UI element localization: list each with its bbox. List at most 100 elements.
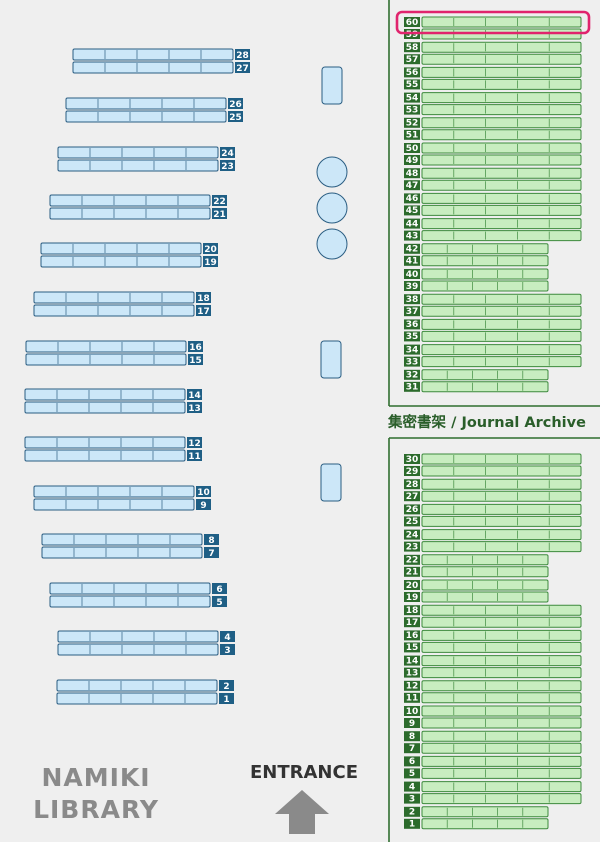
archive-upper-shelf-60[interactable]	[421, 16, 582, 28]
general-shelf-13[interactable]	[24, 401, 186, 414]
general-shelf-14[interactable]	[24, 388, 186, 401]
archive-lower-shelf-11-label-badge	[404, 692, 420, 703]
archive-lower-shelf-24[interactable]	[421, 529, 582, 541]
archive-lower-shelf-19[interactable]	[421, 591, 549, 603]
general-shelf-1[interactable]	[56, 692, 218, 705]
general-shelf-25[interactable]	[65, 110, 227, 123]
archive-lower-shelf-27[interactable]	[421, 490, 582, 502]
general-shelf-19[interactable]	[40, 255, 202, 268]
archive-lower-shelf-22[interactable]	[421, 554, 549, 566]
general-shelf-5[interactable]	[49, 595, 211, 608]
archive-lower-shelf-30[interactable]	[421, 453, 582, 465]
general-shelf-2-label-number: 2	[223, 682, 229, 692]
archive-upper-shelf-42[interactable]	[421, 243, 549, 255]
general-shelf-15[interactable]	[25, 353, 187, 366]
archive-lower-shelf-28-label-badge	[404, 479, 420, 490]
general-shelf-8[interactable]	[41, 533, 203, 546]
archive-upper-shelf-47[interactable]	[421, 179, 582, 191]
reading-table-2	[320, 340, 342, 379]
archive-upper-shelf-36[interactable]	[421, 318, 582, 330]
general-shelf-2[interactable]	[56, 679, 218, 692]
archive-lower-shelf-10[interactable]	[421, 705, 582, 717]
archive-upper-shelf-58[interactable]	[421, 41, 582, 53]
general-shelf-27[interactable]	[72, 61, 234, 74]
archive-lower-shelf-17[interactable]	[421, 616, 582, 628]
archive-upper-shelf-47-label-badge	[404, 180, 420, 191]
archive-lower-shelf-28-label-number: 28	[406, 480, 419, 490]
archive-lower-shelf-1-label-badge	[404, 818, 420, 829]
general-shelf-28[interactable]	[72, 48, 234, 61]
archive-lower-shelf-1[interactable]	[421, 818, 549, 830]
archive-lower-shelf-9-label-number: 9	[409, 719, 415, 729]
general-shelf-22[interactable]	[49, 194, 211, 207]
archive-upper-shelf-50[interactable]	[421, 142, 582, 154]
archive-upper-shelf-53[interactable]	[421, 104, 582, 116]
archive-lower-shelf-28[interactable]	[421, 478, 582, 490]
general-shelf-24[interactable]	[57, 146, 219, 159]
general-shelf-23[interactable]	[57, 159, 219, 172]
archive-lower-shelf-12[interactable]	[421, 680, 582, 692]
archive-lower-shelf-21[interactable]	[421, 566, 549, 578]
archive-upper-shelf-43[interactable]	[421, 230, 582, 242]
archive-upper-shelf-37[interactable]	[421, 305, 582, 317]
archive-lower-shelf-3[interactable]	[421, 793, 582, 805]
archive-upper-shelf-49[interactable]	[421, 154, 582, 166]
general-shelf-17[interactable]	[33, 304, 195, 317]
archive-lower-shelf-15[interactable]	[421, 641, 582, 653]
archive-lower-shelf-14[interactable]	[421, 655, 582, 667]
general-shelf-3[interactable]	[57, 643, 219, 656]
archive-upper-shelf-44[interactable]	[421, 218, 582, 230]
archive-lower-shelf-18[interactable]	[421, 604, 582, 616]
archive-upper-shelf-45[interactable]	[421, 204, 582, 216]
archive-upper-shelf-38[interactable]	[421, 293, 582, 305]
archive-upper-shelf-51[interactable]	[421, 129, 582, 141]
archive-lower-shelf-23[interactable]	[421, 541, 582, 553]
archive-lower-shelf-4[interactable]	[421, 781, 582, 793]
archive-lower-shelf-5[interactable]	[421, 767, 582, 779]
general-shelf-26[interactable]	[65, 97, 227, 110]
archive-lower-shelf-7[interactable]	[421, 742, 582, 754]
archive-lower-shelf-26[interactable]	[421, 503, 582, 515]
general-shelf-9[interactable]	[33, 498, 195, 511]
archive-lower-shelf-9[interactable]	[421, 717, 582, 729]
archive-upper-shelf-40[interactable]	[421, 268, 549, 280]
archive-upper-shelf-32[interactable]	[421, 369, 549, 381]
general-shelf-11[interactable]	[24, 449, 186, 462]
general-shelf-7[interactable]	[41, 546, 203, 559]
archive-upper-shelf-31[interactable]	[421, 381, 549, 393]
general-shelf-13-label-number: 13	[188, 404, 201, 414]
general-shelf-16[interactable]	[25, 340, 187, 353]
archive-upper-shelf-33[interactable]	[421, 356, 582, 368]
archive-lower-shelf-16[interactable]	[421, 629, 582, 641]
archive-lower-shelf-25[interactable]	[421, 515, 582, 527]
archive-upper-shelf-57[interactable]	[421, 53, 582, 65]
general-shelf-12[interactable]	[24, 436, 186, 449]
archive-upper-shelf-40-label-number: 40	[406, 270, 419, 280]
archive-upper-shelf-41[interactable]	[421, 255, 549, 267]
archive-lower-shelf-8[interactable]	[421, 730, 582, 742]
general-shelf-6[interactable]	[49, 582, 211, 595]
general-shelf-21[interactable]	[49, 207, 211, 220]
archive-lower-shelf-29[interactable]	[421, 465, 582, 477]
archive-upper-shelf-34[interactable]	[421, 344, 582, 356]
general-shelf-18[interactable]	[33, 291, 195, 304]
archive-upper-shelf-48[interactable]	[421, 167, 582, 179]
general-shelf-10[interactable]	[33, 485, 195, 498]
archive-lower-shelf-13-label-badge	[404, 667, 420, 678]
archive-lower-shelf-2[interactable]	[421, 806, 549, 818]
archive-upper-shelf-54[interactable]	[421, 92, 582, 104]
archive-upper-shelf-39[interactable]	[421, 280, 549, 292]
general-shelf-20[interactable]	[40, 242, 202, 255]
archive-upper-shelf-46[interactable]	[421, 192, 582, 204]
archive-upper-shelf-56[interactable]	[421, 66, 582, 78]
archive-lower-shelf-11[interactable]	[421, 692, 582, 704]
archive-lower-shelf-14-label-number: 14	[406, 656, 419, 666]
archive-upper-shelf-35[interactable]	[421, 330, 582, 342]
archive-upper-shelf-55[interactable]	[421, 78, 582, 90]
archive-upper-shelf-52[interactable]	[421, 117, 582, 129]
archive-lower-shelf-6[interactable]	[421, 755, 582, 767]
general-shelf-4[interactable]	[57, 630, 219, 643]
archive-lower-shelf-20[interactable]	[421, 579, 549, 591]
archive-lower-shelf-13[interactable]	[421, 667, 582, 679]
general-shelf-19-label-badge	[203, 256, 218, 267]
